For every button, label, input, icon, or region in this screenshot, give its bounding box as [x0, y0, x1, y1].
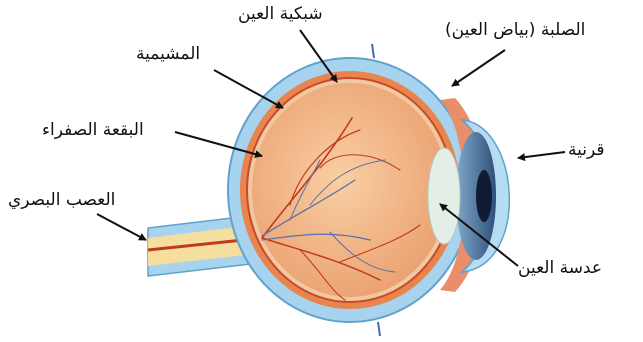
pupil	[476, 170, 492, 222]
label-macula: البقعة الصفراء	[42, 120, 144, 140]
label-optic-nerve: العصب البصري	[8, 190, 115, 210]
label-cornea: قرنية	[568, 140, 604, 160]
label-retina: شبكية العين	[238, 4, 323, 24]
muscle-tick-top	[372, 44, 374, 58]
muscle-tick-bottom	[378, 322, 380, 336]
label-choroid: المشيمية	[136, 44, 200, 64]
sclera-leader	[452, 50, 505, 86]
vitreous-body	[252, 83, 448, 297]
optic-nerve-leader	[97, 214, 146, 240]
lens-shape	[428, 148, 460, 244]
label-sclera: الصلبة (بياض العين)	[445, 20, 585, 40]
cornea-leader	[518, 152, 565, 158]
label-lens: عدسة العين	[518, 258, 602, 278]
